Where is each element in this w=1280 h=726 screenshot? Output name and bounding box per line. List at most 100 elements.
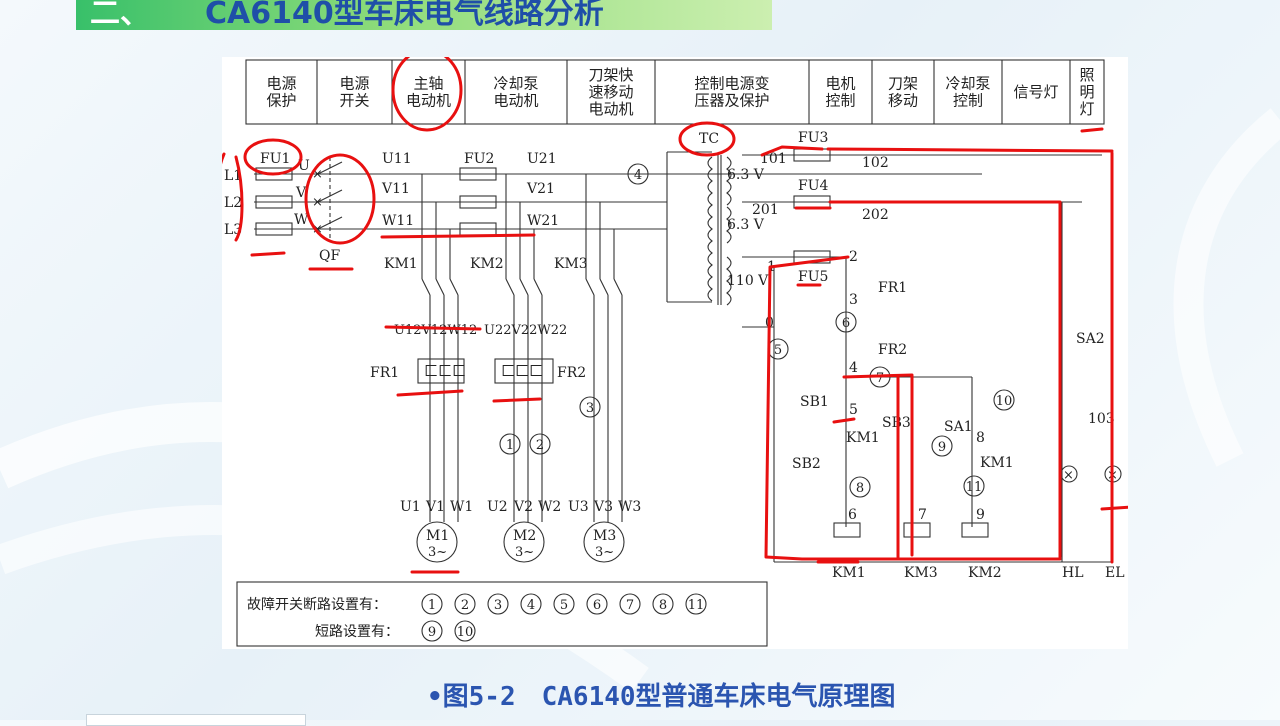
- label-tc: TC: [699, 131, 719, 147]
- svg-text:×: ×: [312, 167, 323, 182]
- label-v21: V21: [526, 181, 555, 197]
- fault-short-circle-0: [421, 620, 443, 642]
- label-202: 202: [862, 207, 889, 223]
- fault-short-label-0: 9: [428, 625, 436, 640]
- circle-mark-label-c5: 5: [774, 343, 782, 358]
- breaker-qf: ×××: [312, 157, 343, 242]
- label-qf: QF: [319, 248, 340, 264]
- power-input: L1 L2 L3 FU1 U V W ××× QF U11 V11 W11 FU…: [224, 151, 982, 264]
- label-110v: 110 V: [727, 273, 769, 289]
- label-sa2: SA2: [1076, 331, 1105, 347]
- control-circuit: FU3 FU4 FU5 101 102 201 202 1 0 2 3 4 5 …: [742, 130, 1125, 581]
- circle-mark-label-c3: 3: [586, 401, 594, 416]
- label-fu1: FU1: [260, 151, 290, 167]
- header-cell-8-line-1: 控制: [953, 92, 983, 110]
- header-cell-5-line-0: 控制电源变: [694, 75, 769, 93]
- label-fr2-contact: FR2: [878, 342, 907, 358]
- fuse-fu2-a: [459, 167, 497, 181]
- label-sa1: SA1: [944, 419, 973, 435]
- header-cell-10-line-2: 灯: [1079, 100, 1094, 118]
- label-u11: U11: [382, 151, 412, 167]
- figure-caption: •图5-2 CA6140型普通车床电气原理图: [427, 682, 896, 712]
- label-phase-3: 3~: [595, 545, 614, 560]
- label-n2: 2: [849, 249, 858, 265]
- fault-short-label: 短路设置有：: [315, 624, 399, 640]
- label-fu5: FU5: [798, 269, 828, 285]
- label-uvw12: U12V12W12: [394, 323, 477, 338]
- fault-open-label-6: 7: [626, 598, 634, 613]
- header-cell-3-line-0: 冷却泵: [493, 75, 538, 93]
- label-63v-b: 6.3 V: [727, 217, 765, 233]
- label-phase-1: 3~: [428, 545, 447, 560]
- circle-mark-c3: [579, 396, 601, 418]
- fault-open-label-0: 1: [428, 598, 436, 613]
- fault-open-label-7: 8: [659, 598, 667, 613]
- section-title: CA6140型车床电气线路分析: [205, 0, 604, 31]
- overload-fr1: [417, 358, 465, 384]
- label-n9: 9: [976, 507, 985, 523]
- header-cell-8-line-0: 冷却泵: [945, 75, 990, 93]
- header-cell-6-line-0: 电机: [825, 75, 855, 93]
- fault-open-circle-3: [520, 593, 542, 615]
- coil-km2: [961, 522, 989, 538]
- fault-open-circle-4: [553, 593, 575, 615]
- fuse-fu1-a: [255, 167, 293, 181]
- label-km2: KM2: [470, 256, 504, 272]
- label-n8: 8: [976, 430, 985, 446]
- header-cell-10-line-1: 明: [1079, 83, 1094, 101]
- schematic-panel: 电源保护电源开关主轴电动机冷却泵电动机刀架快速移动电动机控制电源变压器及保护电机…: [222, 57, 1128, 649]
- circle-mark-label-c9: 9: [938, 440, 946, 455]
- header-cell-4-line-0: 刀架快: [588, 66, 633, 84]
- label-n6: 6: [848, 507, 857, 523]
- fault-open-label-2: 3: [494, 598, 502, 613]
- label-u1: U1: [400, 499, 421, 515]
- label-w3: W3: [618, 499, 641, 515]
- label-w11: W11: [382, 213, 414, 229]
- label-km1: KM1: [384, 256, 418, 272]
- header-cell-0-line-0: 电源: [266, 75, 296, 93]
- label-n7: 7: [918, 507, 927, 523]
- fuse-fu1-c: [255, 222, 293, 236]
- label-km2-coil: KM2: [968, 565, 1002, 581]
- label-w2: W2: [538, 499, 561, 515]
- label-201: 201: [752, 202, 779, 218]
- circle-mark-c1: [499, 433, 521, 455]
- svg-text:×: ×: [1063, 468, 1074, 483]
- header-cell-3-line-1: 电动机: [493, 92, 538, 110]
- label-v1: V1: [425, 499, 445, 515]
- header-cell-4-line-2: 电动机: [588, 100, 633, 118]
- section-number: 二、: [90, 0, 150, 31]
- motor-m1: [416, 521, 458, 563]
- header-cell-4-line-1: 速移动: [588, 83, 633, 101]
- label-l1: L1: [224, 168, 242, 184]
- circle-mark-label-c11: 11: [966, 480, 983, 495]
- svg-text:匚匚匚: 匚匚匚: [501, 364, 543, 380]
- fault-open-circle-7: [652, 593, 674, 615]
- circle-mark-label-c1: 1: [506, 438, 514, 453]
- label-m2: M2: [513, 528, 536, 544]
- label-v3: V3: [593, 499, 613, 515]
- label-uvw22: U22V22W22: [484, 323, 567, 338]
- motor-m3: [583, 521, 625, 563]
- header-cell-7-line-0: 刀架: [888, 75, 918, 93]
- coil-km1: [833, 522, 861, 538]
- motor-m2: [503, 521, 545, 563]
- circle-mark-label-c10: 10: [996, 394, 1013, 409]
- fault-open-circle-0: [421, 593, 443, 615]
- fault-open-label-4: 5: [560, 598, 568, 613]
- label-n3: 3: [849, 292, 858, 308]
- label-w: W: [294, 212, 309, 228]
- fault-open-label-5: 6: [593, 598, 601, 613]
- label-n5: 5: [849, 402, 858, 418]
- label-u3: U3: [568, 499, 589, 515]
- label-fr2: FR2: [557, 365, 586, 381]
- fault-short-label-1: 10: [457, 625, 474, 640]
- svg-text:匚匚匚: 匚匚匚: [424, 364, 466, 380]
- label-sb3: SB3: [882, 415, 911, 431]
- circle-mark-c9: [931, 435, 953, 457]
- label-el: EL: [1105, 565, 1125, 581]
- circle-mark-c10: [993, 389, 1015, 411]
- label-m1: M1: [426, 528, 449, 544]
